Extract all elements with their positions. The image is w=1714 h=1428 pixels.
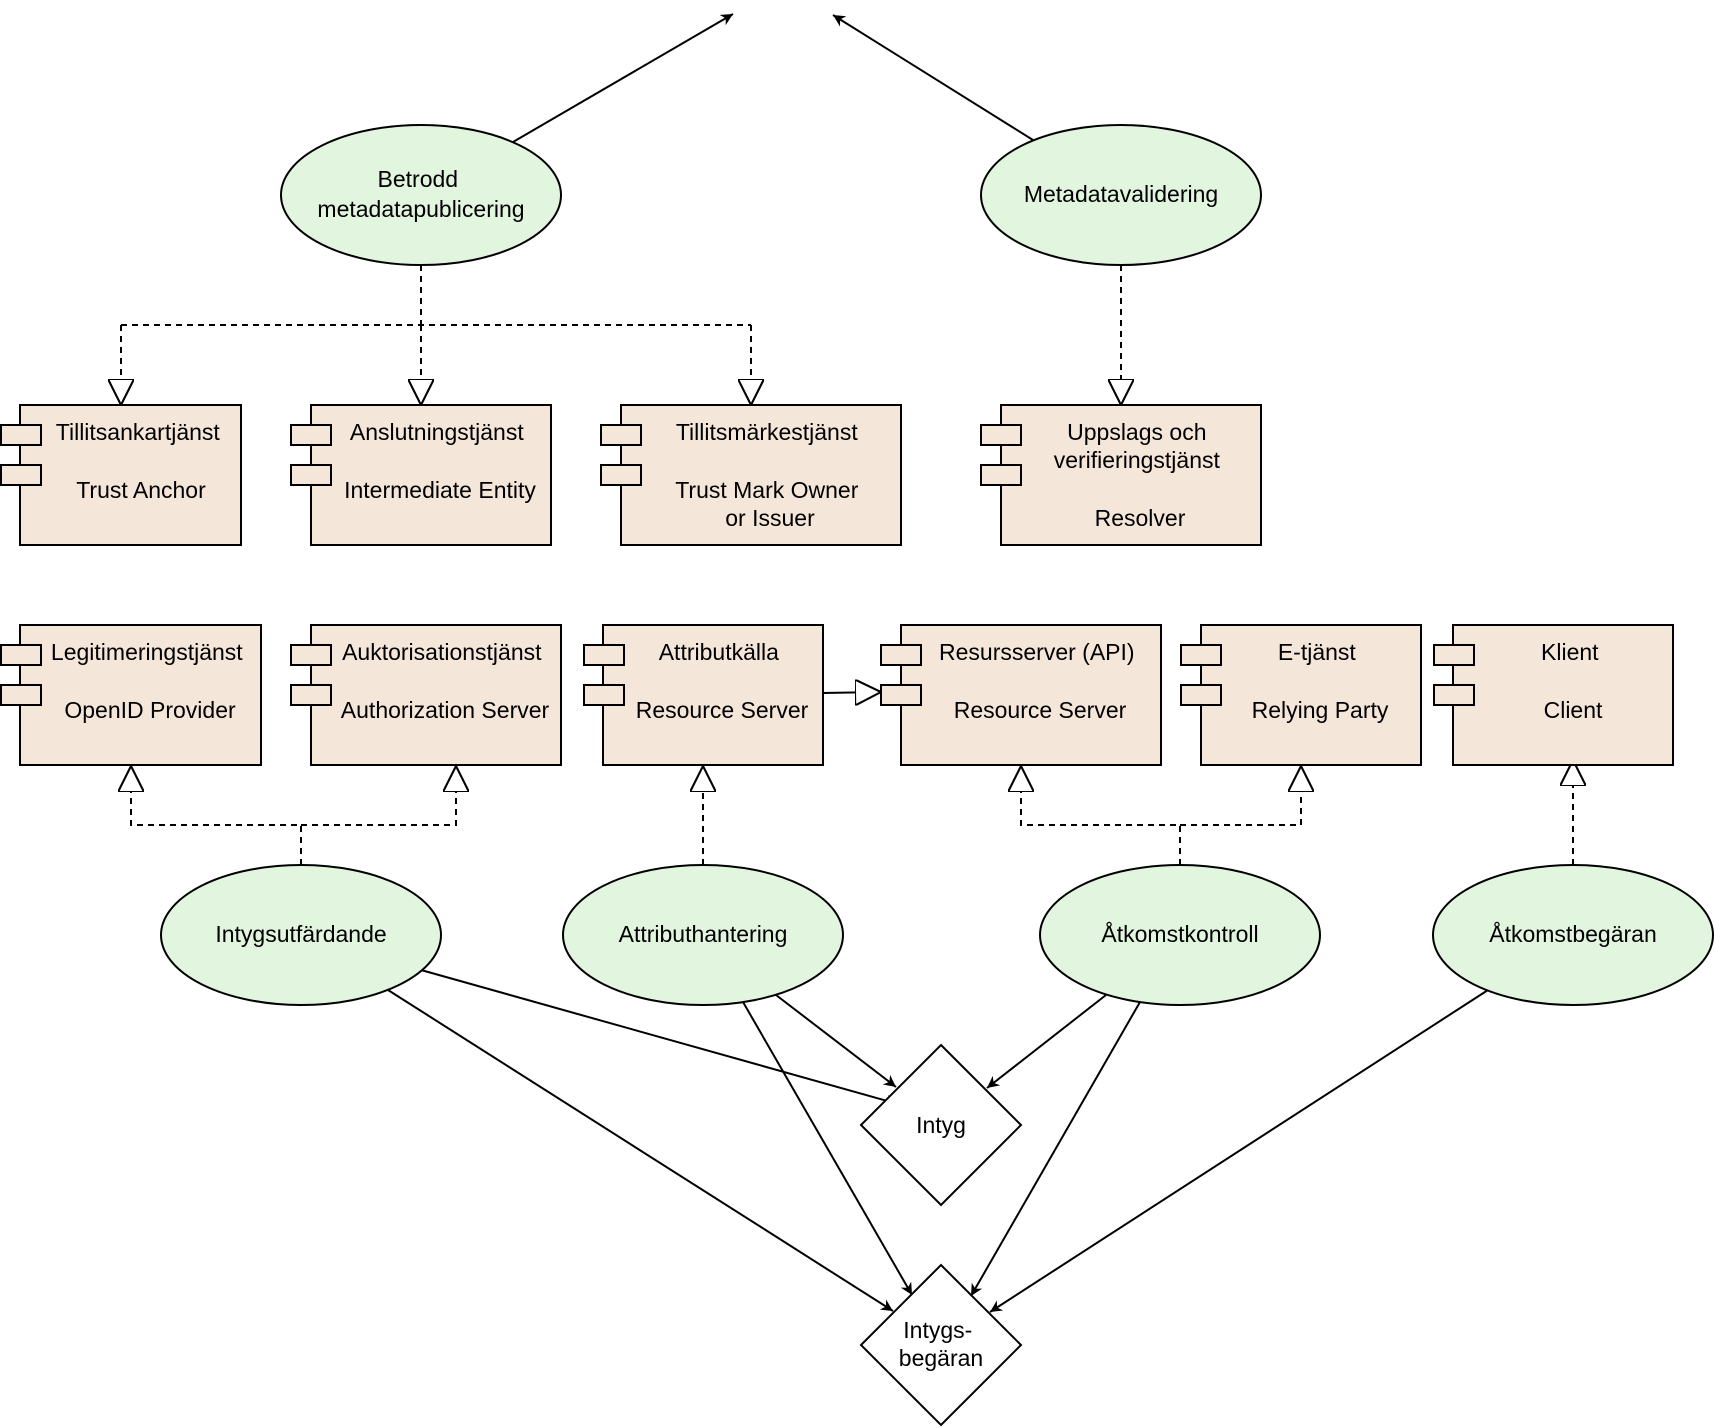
component-box [1200, 624, 1422, 766]
uml-component-icon [290, 424, 332, 486]
diamond-shape [859, 1263, 1023, 1427]
ellipse-shape [1039, 864, 1321, 1006]
arrow-attributhantering-intygsbegaran [742, 1001, 913, 1296]
diamond-shape [859, 1043, 1023, 1207]
ellipse-shape [562, 864, 844, 1006]
uml-component-icon [600, 424, 642, 486]
realization-to-etjanst [1180, 766, 1301, 826]
ellipse-shape [980, 124, 1262, 266]
capability-betrodd-metadatapublicering: Betrodd metadatapublicering [280, 124, 562, 266]
capability-metadatavalidering: Metadatavalidering [980, 124, 1262, 266]
arrow-atkomstkontroll-intygsbegaran [970, 1001, 1141, 1297]
uml-component-icon [583, 644, 625, 706]
capability-intygsutfardande: Intygsutfärdande [160, 864, 442, 1006]
component-label: Tillitsmärkestjänst Trust Mark Owner or … [675, 419, 865, 531]
component-box [900, 624, 1162, 766]
uml-component-icon [1180, 644, 1222, 706]
artifact-intygsbegaran: Intygs- begäran [859, 1263, 1023, 1427]
diamond-label: Intyg [916, 1112, 966, 1138]
arrow-attributhantering-intyg [775, 994, 897, 1088]
component-auktorisationstjanst: Auktorisationstjänst Authorization Serve… [290, 624, 562, 766]
generalization-attributkalla-resursserver [822, 692, 881, 693]
artifact-intyg: Intyg [859, 1043, 1023, 1207]
uml-component-icon [0, 644, 42, 706]
component-box [620, 404, 902, 546]
component-klient: Klient Client [1433, 624, 1674, 766]
diamond-label: Intygs- begäran [899, 1317, 983, 1371]
arrow-metadatavalidering-up [832, 14, 1034, 141]
arrow-atkomstkontroll-intyg [986, 994, 1107, 1089]
arrow-atkomstbegaran-intygsbegaran [989, 989, 1489, 1313]
component-tillitsmarkestjanst: Tillitsmärkestjänst Trust Mark Owner or … [600, 404, 902, 546]
ellipse-label: Åtkomstbegäran [1489, 920, 1656, 947]
component-etjanst: E-tjänst Relying Party [1180, 624, 1422, 766]
uml-component-icon [1433, 644, 1475, 706]
ellipse-shape [1432, 864, 1714, 1006]
uml-component-icon [980, 424, 1022, 486]
component-label: Tillitsankartjänst Trust Anchor [56, 419, 226, 503]
ellipse-label: Åtkomstkontroll [1101, 920, 1258, 947]
component-label: E-tjänst Relying Party [1252, 639, 1389, 723]
component-label: Legitimeringstjänst OpenID Provider [51, 639, 249, 723]
ellipse-label: Attributhantering [619, 921, 788, 947]
ellipse-label: Intygsutfärdande [215, 921, 386, 947]
capability-atkomstkontroll: Åtkomstkontroll [1039, 864, 1321, 1006]
arrow-intygsutfardande-intyg [420, 969, 899, 1107]
component-tillitsankartjanst: Tillitsankartjänst Trust Anchor [0, 404, 242, 546]
component-legitimeringstjanst: Legitimeringstjänst OpenID Provider [0, 624, 262, 766]
component-label: Auktorisationstjänst Authorization Serve… [341, 639, 550, 723]
uml-component-icon [290, 644, 332, 706]
component-anslutningstjanst: Anslutningstjänst Intermediate Entity [290, 404, 552, 546]
ellipse-shape [280, 124, 562, 266]
component-box [310, 404, 552, 546]
component-label: Resursserver (API) Resource Server [939, 639, 1141, 723]
arrow-intygsutfardande-intygsbegaran [387, 989, 894, 1312]
component-attributkalla: Attributkälla Resource Server [583, 624, 824, 766]
component-box [1452, 624, 1674, 766]
uml-component-icon [0, 424, 42, 486]
ellipse-label: Betrodd metadatapublicering [317, 166, 524, 222]
component-resursserver: Resursserver (API) Resource Server [880, 624, 1162, 766]
uml-component-icon [880, 644, 922, 706]
arrow-betrodd-up [512, 13, 734, 143]
realization-intygsutfardande-trunk [131, 766, 302, 865]
component-label: Anslutningstjänst Intermediate Entity [344, 419, 536, 503]
component-box [602, 624, 824, 766]
capability-atkomstbegaran: Åtkomstbegäran [1432, 864, 1714, 1006]
component-uppslagstjanst: Uppslags och verifieringstjänst Resolver [980, 404, 1262, 546]
component-label: Klient Client [1541, 639, 1605, 723]
component-box [19, 624, 262, 766]
ellipse-label: Metadatavalidering [1024, 181, 1218, 207]
component-label: Attributkälla Resource Server [636, 639, 809, 723]
ellipse-shape [160, 864, 442, 1006]
realization-to-auktorisation [301, 766, 456, 826]
realization-atkomstkontroll-trunk [1021, 766, 1181, 865]
capability-attributhantering: Attributhantering [562, 864, 844, 1006]
component-label: Uppslags och verifieringstjänst Resolver [1054, 419, 1227, 531]
component-box [19, 404, 242, 546]
